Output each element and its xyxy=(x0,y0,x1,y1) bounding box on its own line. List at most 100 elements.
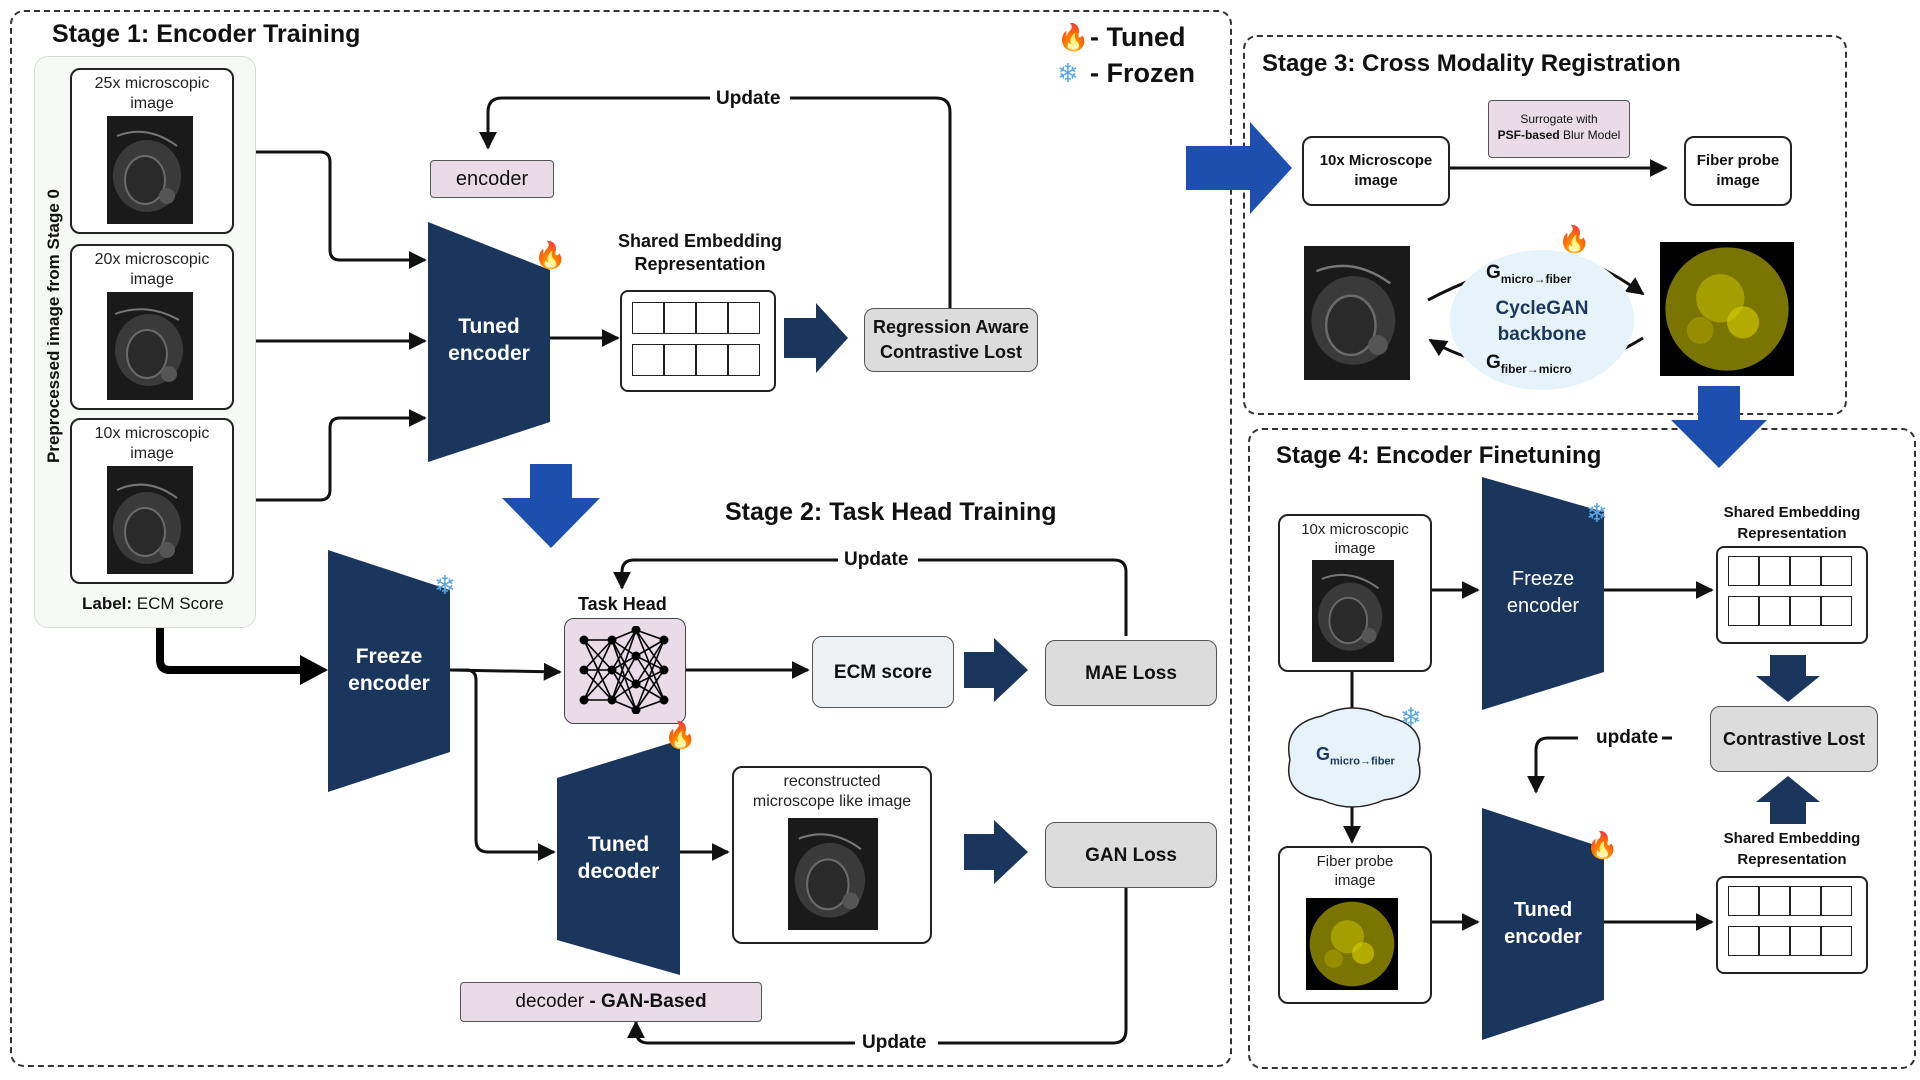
embedding-row xyxy=(1728,886,1852,916)
connector-update-s2-bottom xyxy=(938,885,1128,1045)
navy-arrow-recon-gan xyxy=(964,820,1028,884)
s4-micro-thumb xyxy=(1312,560,1394,662)
stage2-title: Stage 2: Task Head Training xyxy=(725,498,1057,526)
micro-thumb-10x xyxy=(107,466,193,574)
s4-update-label: update xyxy=(1596,727,1659,748)
navy-arrow-embed-loss xyxy=(784,303,848,373)
micro-node-line1: 10x Microscope xyxy=(1319,152,1433,169)
connector-update-s2-top xyxy=(918,558,1128,636)
s4-micro-caption: 10x microscopic image xyxy=(1301,521,1409,557)
surrogate-line1: Surrogate with xyxy=(1520,112,1598,126)
cyclegan-label: CycleGAN backbone xyxy=(1476,296,1608,348)
fire-icon: 🔥 xyxy=(534,240,567,270)
trap-tuned-encoder xyxy=(428,222,550,462)
tuned-decoder-label: Tuned decoder xyxy=(557,818,680,898)
embedding-row xyxy=(632,302,760,334)
trap-freeze-encoder-s4 xyxy=(1482,477,1604,710)
image-card-10x: 10x microscopic image xyxy=(70,418,234,584)
decoder-line1: Tuned xyxy=(587,833,650,856)
micro-node-line2: image xyxy=(1354,172,1398,189)
embedding-row xyxy=(632,344,760,376)
s4-fiber-thumb xyxy=(1306,898,1398,990)
reconstructed-thumb xyxy=(788,818,878,930)
g-top-sub: micro→fiber xyxy=(1500,271,1572,286)
tuned-encoder-line1: Tuned xyxy=(458,315,520,338)
stage4-title: Stage 4: Encoder Finetuning xyxy=(1276,442,1602,469)
s4-g-micro-fiber: Gmicro→fiber xyxy=(1316,744,1395,768)
gan-loss-box: GAN Loss xyxy=(1045,822,1217,888)
s4-embed-top-line2: Representation xyxy=(1737,525,1847,542)
s4-embed-top-line1: Shared Embedding xyxy=(1723,504,1861,521)
fiber-node-line2: image xyxy=(1716,172,1760,189)
connector-freeze-decoder xyxy=(450,668,556,861)
ecm-score-box: ECM score xyxy=(812,636,954,708)
stage1-frame xyxy=(10,10,1232,1067)
s4-g-main: G xyxy=(1316,744,1331,764)
image-caption: 25x microscopic image xyxy=(94,75,210,112)
update-label-s2-top: Update xyxy=(844,549,909,570)
trap-tuned-decoder xyxy=(557,740,680,975)
embedding-row xyxy=(1728,926,1852,956)
stage0-side-label: Preprocessed image from Stage 0 xyxy=(44,189,63,464)
fire-icon: 🔥 xyxy=(1558,224,1591,254)
trap-freeze-encoder-s2 xyxy=(328,550,450,792)
s4-embedding-grid-bottom xyxy=(1716,876,1868,974)
stage3-frame xyxy=(1243,35,1847,415)
tuned-encoder-line2: encoder xyxy=(448,342,530,365)
fiber-image-node: Fiber probe image xyxy=(1684,136,1792,206)
recon-line2: microscope like image xyxy=(752,793,912,810)
s4-g-sub: micro→fiber xyxy=(1330,755,1395,768)
s4-freeze-line1: Freeze xyxy=(1511,568,1575,590)
s4-tuned-line2: encoder xyxy=(1504,926,1582,948)
ecm-label-prefix: Label: xyxy=(82,594,133,613)
loss-line2: Contrastive Lost xyxy=(879,342,1022,362)
stage3-micro-thumb xyxy=(1304,246,1410,380)
connector-10x xyxy=(232,409,427,502)
surrogate-rest: Blur Model xyxy=(1559,128,1621,142)
s4-tuned-line1: Tuned xyxy=(1513,899,1573,921)
update-label-s2-bottom: Update xyxy=(862,1032,927,1053)
s4-fiber-caption: Fiber probe image xyxy=(1316,853,1394,889)
freeze-line2: encoder xyxy=(348,672,430,695)
navy-arrow-embed-contrast xyxy=(1756,655,1820,702)
image-caption: 10x microscopic image xyxy=(94,425,210,462)
snowflake-icon: ❄ xyxy=(434,570,456,600)
recon-line1: reconstructed xyxy=(783,773,881,790)
navy-arrow-embed2-contrast xyxy=(1756,776,1820,824)
s4-embed-bottom-line1: Shared Embedding xyxy=(1723,830,1861,847)
fire-icon: 🔥 xyxy=(664,720,697,750)
surrogate-bold: PSF-based xyxy=(1497,128,1560,142)
micro-thumb-25x xyxy=(107,116,193,224)
trap-tuned-encoder-s4 xyxy=(1482,808,1604,1040)
decoder-tag-prefix: decoder xyxy=(515,991,590,1012)
embedding-line2: Representation xyxy=(634,254,766,274)
blue-arrow-stage1-3 xyxy=(1186,122,1292,214)
encoder-tag: encoder xyxy=(430,160,554,198)
fiber-node-line1: Fiber probe xyxy=(1696,152,1780,169)
g-bottom-sub: fiber→micro xyxy=(1500,361,1572,376)
s4-tuned-encoder-label: Tuned encoder xyxy=(1482,884,1604,964)
task-head-label: Task Head xyxy=(578,594,667,614)
stage1-title: Stage 1: Encoder Training xyxy=(52,20,361,48)
micro-image-node: 10x Microscope image xyxy=(1302,136,1450,206)
embedding-row xyxy=(1728,556,1852,586)
stage3-fiber-thumb xyxy=(1660,242,1794,376)
connector-label-freeze xyxy=(156,628,300,674)
g-fiber-micro-bottom: Gfiber→micro xyxy=(1486,352,1571,376)
freeze-line1: Freeze xyxy=(355,645,423,668)
micro-thumb-20x xyxy=(107,292,193,400)
embedding-row xyxy=(1728,596,1852,626)
blue-arrow-stage3-4 xyxy=(1671,386,1767,468)
snowflake-icon: ❄ xyxy=(1400,702,1422,732)
ecm-label-value: ECM Score xyxy=(132,594,224,613)
blue-arrow-stage1-2 xyxy=(502,464,600,548)
g-micro-fiber-cloud xyxy=(1288,707,1421,808)
decoder-line2: decoder xyxy=(577,860,660,883)
ecm-label: Label: ECM Score xyxy=(82,594,224,614)
g-top-main: G xyxy=(1486,262,1501,283)
snowflake-icon: ❄ xyxy=(1057,58,1079,88)
legend-frozen: - Frozen xyxy=(1090,58,1195,88)
embedding-line1: Shared Embedding xyxy=(617,231,783,251)
